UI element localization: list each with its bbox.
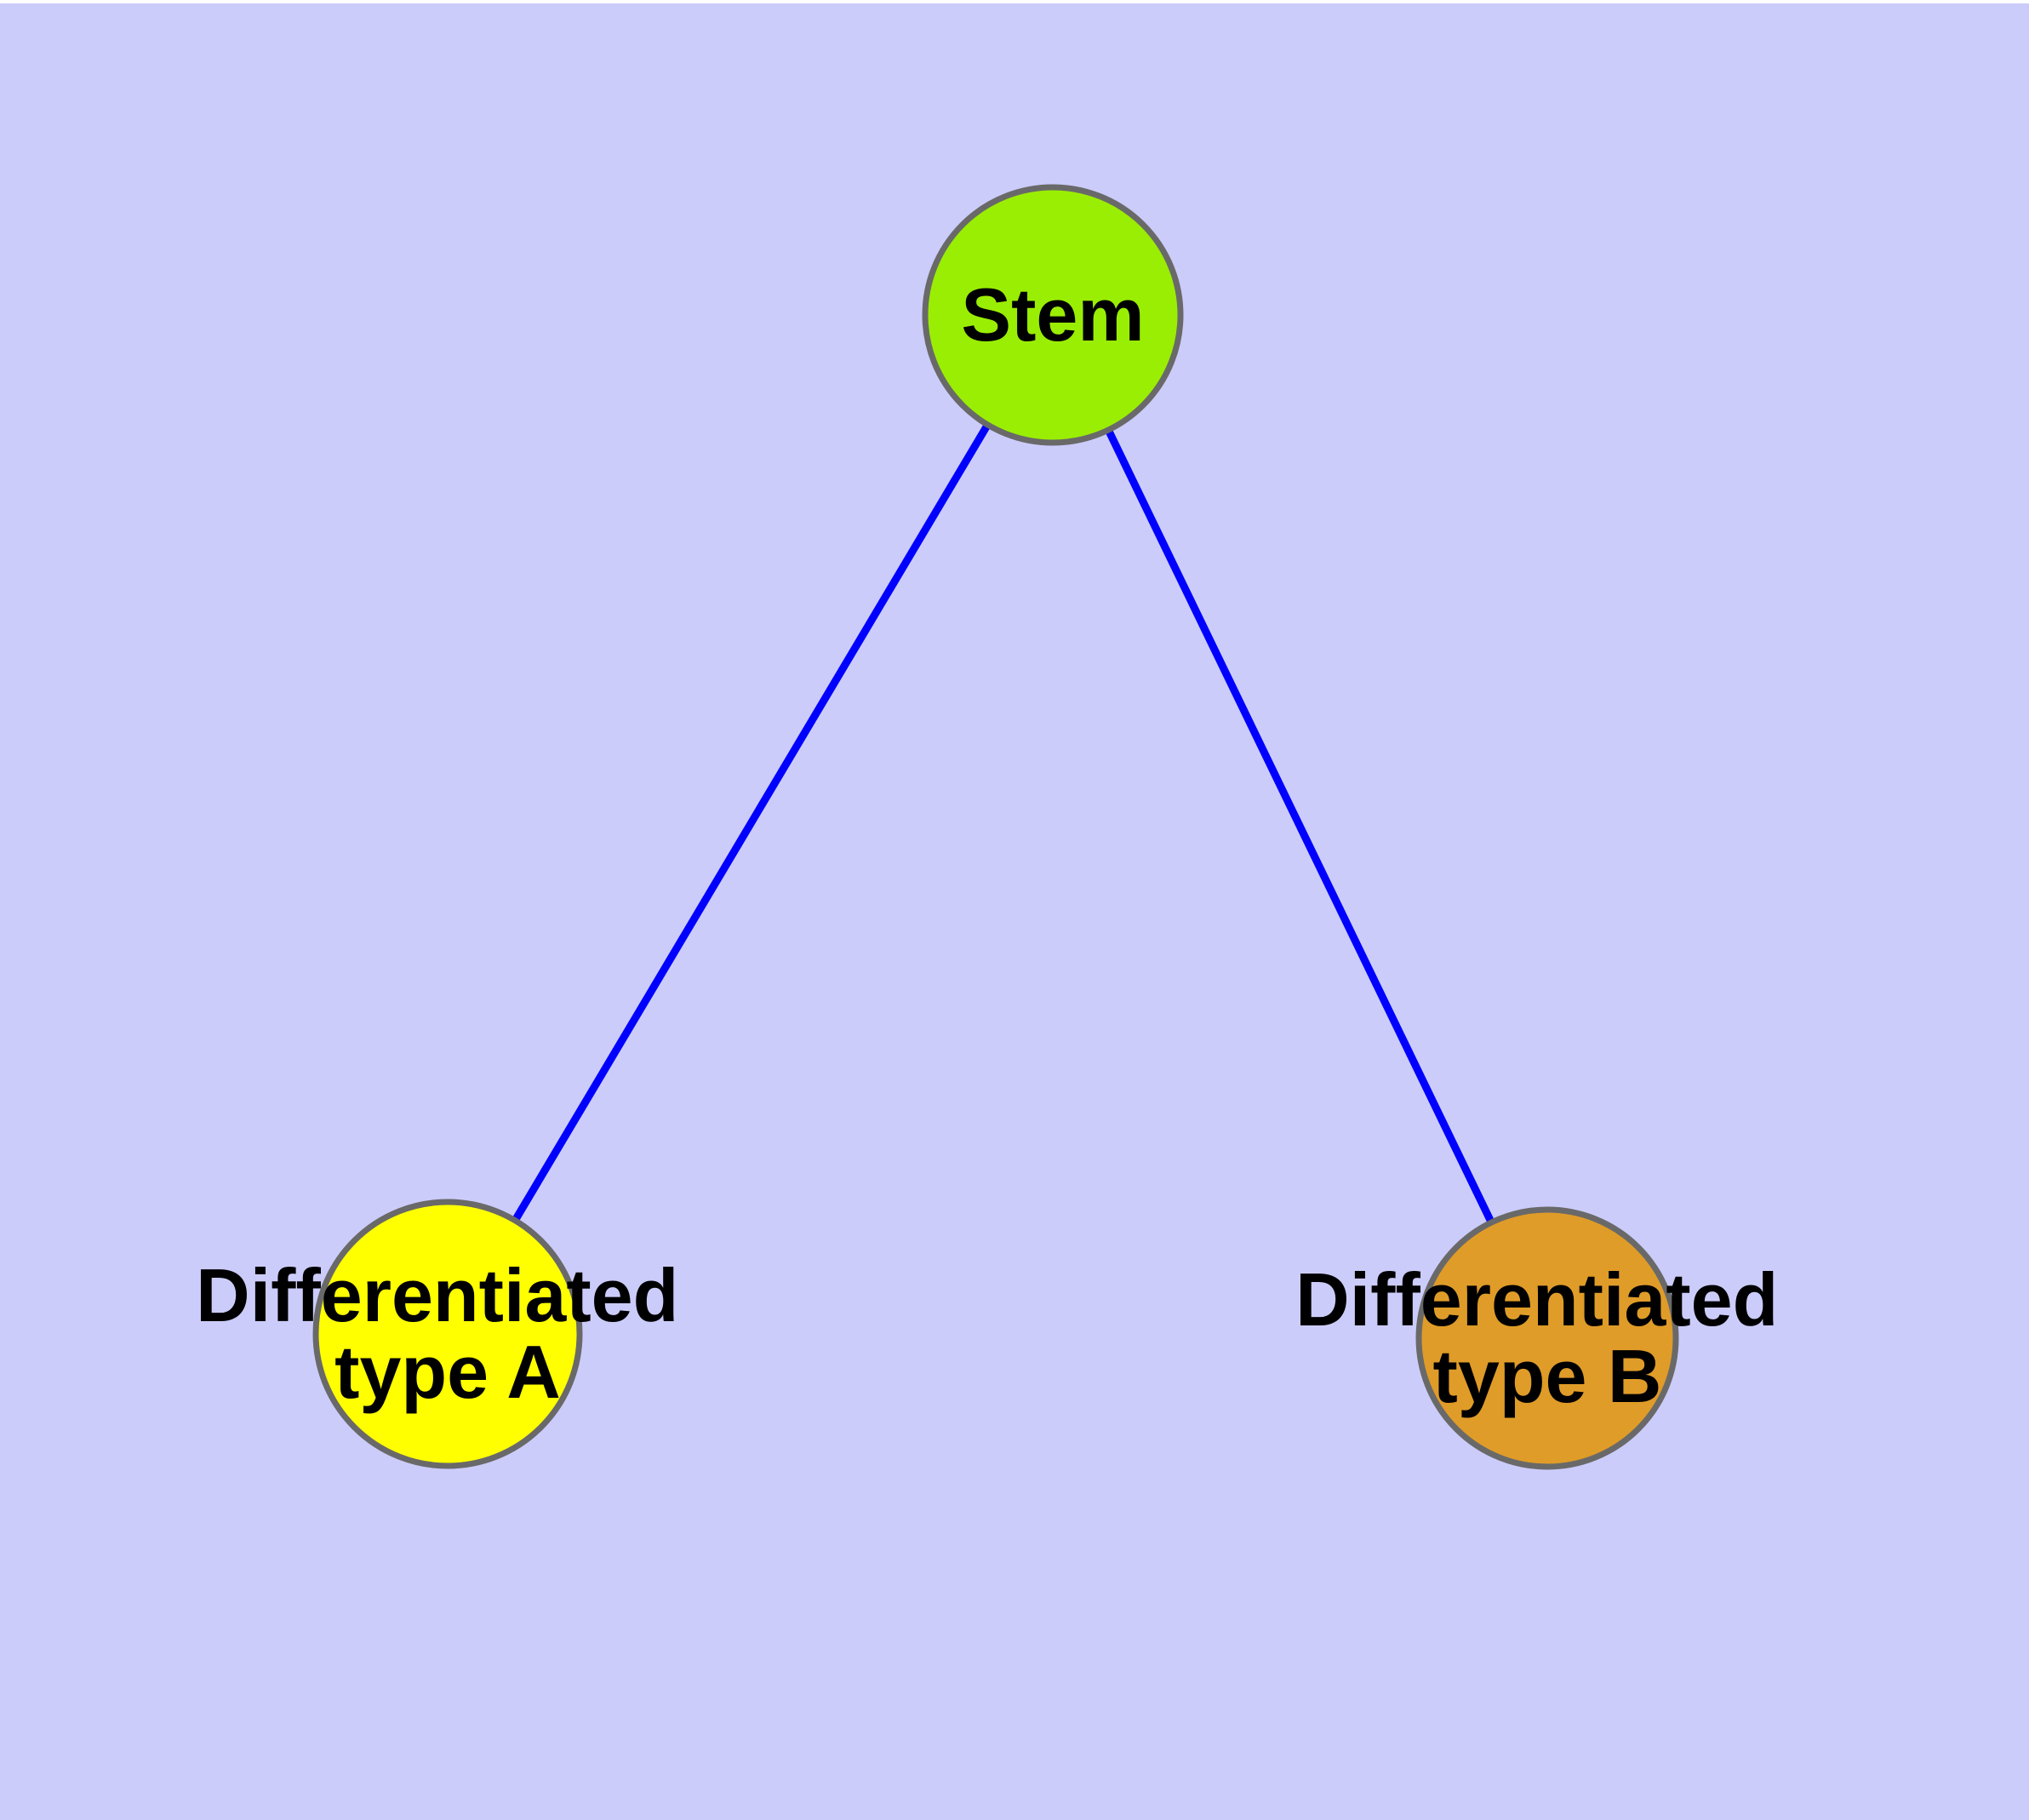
node-label-differentiated-type-b-line-2: type B (1433, 1334, 1662, 1418)
node-label-differentiated-type-a: Differentiated type A (196, 1253, 700, 1414)
node-stem[interactable] (922, 184, 1184, 446)
node-differentiated-type-a[interactable] (312, 1199, 583, 1469)
edge-stem-to-differentiated-type-a[interactable] (511, 421, 992, 1224)
node-label-differentiated-type-b-line-1: Differentiated (1295, 1257, 1778, 1342)
edges-group (511, 421, 1496, 1226)
top-white-strip (0, 0, 2029, 3)
node-label-differentiated-type-a-line-2: type A (334, 1330, 561, 1414)
edge-stem-to-differentiated-type-b[interactable] (1104, 426, 1496, 1226)
node-label-differentiated-type-a-line-1: Differentiated (196, 1253, 678, 1337)
nodes-group (312, 184, 1679, 1470)
node-differentiated-type-b[interactable] (1415, 1206, 1679, 1470)
node-label-differentiated-type-b: Differentiated type B (1295, 1257, 1799, 1418)
labels-group: Stem Differentiated type A Differentiate… (196, 272, 1799, 1418)
node-label-stem: Stem (961, 272, 1144, 357)
node-label-stem-line-1: Stem (961, 272, 1144, 357)
